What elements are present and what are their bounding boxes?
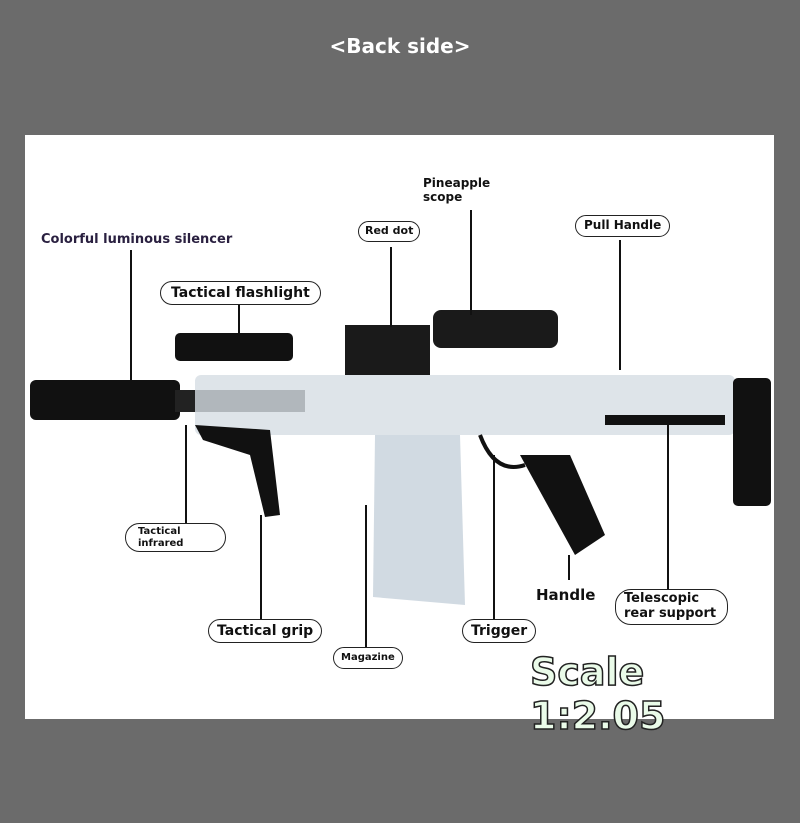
label-pull-handle: Pull Handle	[575, 215, 671, 237]
page-title: <Back side>	[329, 34, 471, 58]
foregrip	[195, 425, 280, 517]
scope	[433, 310, 558, 348]
silencer	[30, 380, 180, 420]
label-trigger: Trigger	[462, 619, 537, 644]
scale-label: Scale 1:2.05	[529, 649, 666, 739]
label-handle: Handle	[536, 586, 596, 605]
product-diagram-panel: Colorful luminous silencer Tactical flas…	[25, 135, 774, 739]
label-flashlight: Tactical flashlight	[160, 281, 321, 306]
stock-tube	[605, 415, 725, 425]
flashlight	[175, 333, 293, 361]
magazine-body	[373, 435, 465, 605]
pistol-grip	[520, 455, 605, 555]
red-dot-sight	[345, 325, 430, 375]
toy-gun-illustration	[30, 310, 771, 605]
receiver	[195, 375, 735, 435]
label-silencer: Colorful luminous silencer	[41, 232, 233, 248]
label-red-dot: Red dot	[358, 221, 421, 242]
label-scope: Pineapple scope	[423, 176, 493, 205]
trigger-guard	[478, 434, 526, 469]
label-magazine: Magazine	[333, 647, 403, 669]
label-grip: Tactical grip	[208, 619, 323, 644]
label-rear-support: Telescopic rear support	[615, 589, 728, 625]
label-infrared: Tactical infrared	[125, 523, 226, 552]
stock-pad	[733, 378, 771, 506]
